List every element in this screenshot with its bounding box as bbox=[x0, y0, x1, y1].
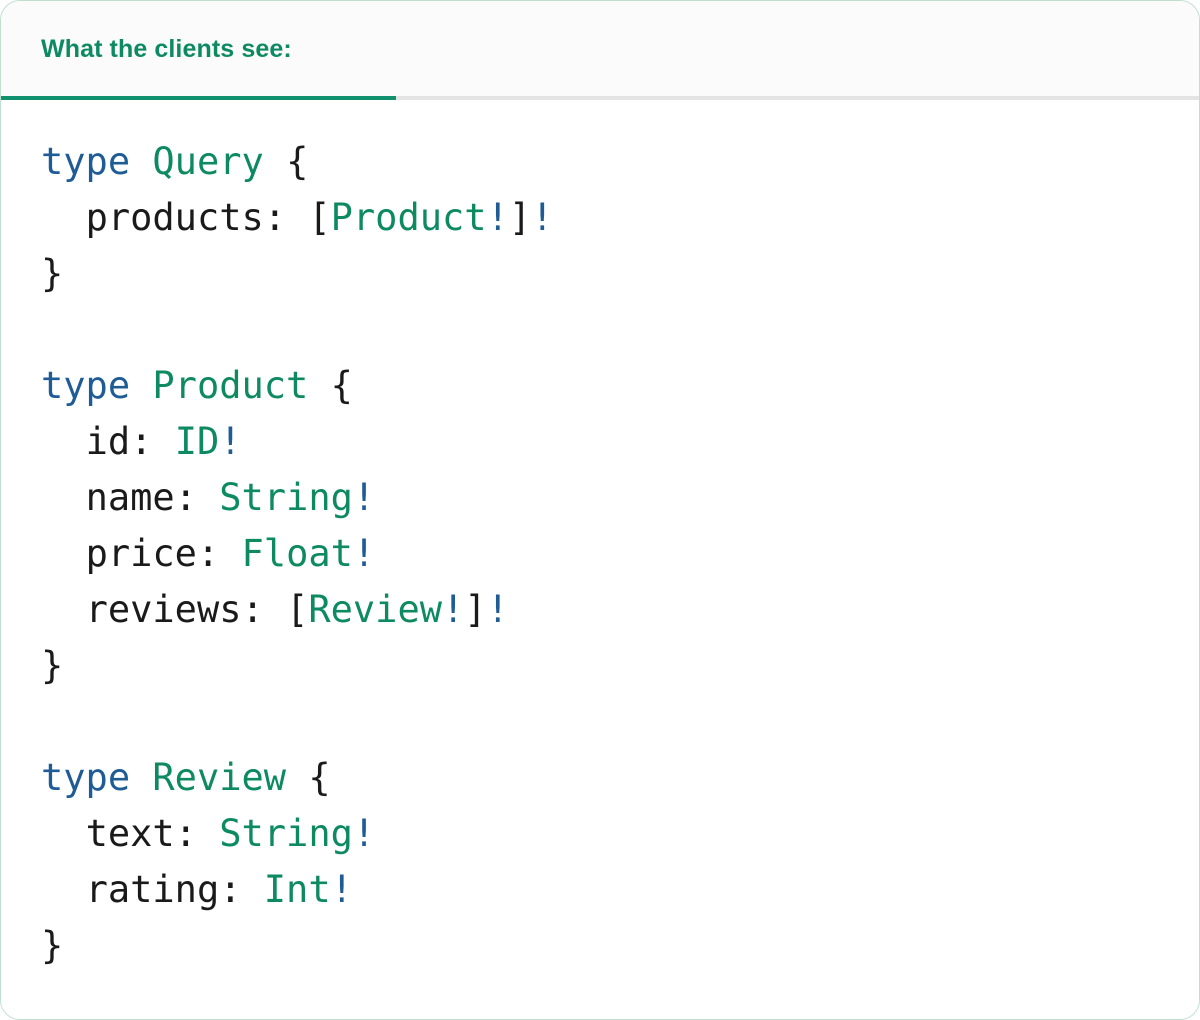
code-token-punct: : bbox=[130, 420, 175, 463]
code-token-field: price bbox=[85, 532, 197, 575]
code-token-bang: ! bbox=[486, 588, 509, 631]
code-token-punct: { bbox=[286, 140, 309, 183]
code-token-bang: ! bbox=[531, 196, 554, 239]
code-line: text: String! bbox=[41, 806, 1199, 862]
code-token-kw: type bbox=[41, 140, 131, 183]
tab-strip: What the clients see: bbox=[1, 1, 1199, 100]
code-line: type Product { bbox=[41, 358, 1199, 414]
code-line: } bbox=[41, 918, 1199, 974]
code-token-punct: : bbox=[174, 812, 220, 855]
tab-label: What the clients see: bbox=[41, 34, 292, 63]
code-token-punct: : bbox=[263, 196, 309, 239]
code-token-type: Product bbox=[330, 196, 487, 239]
code-token-plain bbox=[41, 868, 86, 911]
tab-strip-divider bbox=[1, 96, 1199, 100]
code-token-bang: ! bbox=[352, 532, 376, 575]
code-token-punct: : bbox=[241, 588, 287, 631]
code-token-field: name bbox=[85, 476, 175, 519]
code-token-plain bbox=[41, 532, 86, 575]
code-line bbox=[41, 694, 1199, 750]
code-line: products: [Product!]! bbox=[41, 190, 1199, 246]
code-token-bang: ! bbox=[442, 588, 465, 631]
code-token-field: id bbox=[85, 420, 131, 463]
code-token-plain bbox=[41, 588, 86, 631]
code-token-plain bbox=[264, 140, 286, 183]
code-token-plain bbox=[130, 140, 152, 183]
code-token-type: String bbox=[219, 476, 353, 519]
active-tab-underline bbox=[1, 96, 396, 100]
tab-what-the-clients-see[interactable]: What the clients see: bbox=[1, 1, 396, 97]
code-token-punct: : bbox=[196, 532, 242, 575]
code-token-punct: { bbox=[308, 756, 331, 799]
code-token-punct: : bbox=[174, 476, 220, 519]
code-line: } bbox=[41, 638, 1199, 694]
code-token-type: Float bbox=[241, 532, 353, 575]
code-token-field: products bbox=[85, 196, 264, 239]
code-token-punct: { bbox=[330, 364, 353, 407]
code-token-bang: ! bbox=[352, 476, 376, 519]
code-token-bang: ! bbox=[330, 868, 353, 911]
code-token-punct: [ bbox=[286, 588, 309, 631]
code-token-type: Int bbox=[263, 868, 331, 911]
code-token-bang: ! bbox=[486, 196, 509, 239]
code-token-punct: ] bbox=[464, 588, 487, 631]
code-token-punct: } bbox=[41, 924, 64, 967]
code-token-kw: type bbox=[41, 756, 131, 799]
code-token-plain bbox=[41, 196, 86, 239]
code-token-plain bbox=[130, 756, 152, 799]
code-token-plain bbox=[130, 364, 152, 407]
code-token-punct: } bbox=[41, 644, 64, 687]
code-token-punct: : bbox=[219, 868, 264, 911]
code-token-type: Query bbox=[152, 140, 264, 183]
code-token-field: reviews bbox=[85, 588, 242, 631]
code-token-punct: [ bbox=[308, 196, 331, 239]
code-line: type Review { bbox=[41, 750, 1199, 806]
code-token-plain bbox=[41, 420, 86, 463]
code-token-field: rating bbox=[85, 868, 220, 911]
code-token-bang: ! bbox=[352, 812, 376, 855]
code-token-plain bbox=[41, 812, 86, 855]
code-token-type: String bbox=[219, 812, 353, 855]
code-token-type: Product bbox=[152, 364, 309, 407]
code-token-plain bbox=[41, 476, 86, 519]
code-token-type: ID bbox=[174, 420, 220, 463]
code-token-plain bbox=[286, 756, 308, 799]
code-token-plain bbox=[308, 364, 330, 407]
code-panel: type Query { products: [Product!]!} type… bbox=[1, 97, 1199, 1019]
code-token-bang: ! bbox=[219, 420, 242, 463]
graphql-schema-code: type Query { products: [Product!]!} type… bbox=[41, 134, 1199, 974]
code-line: type Query { bbox=[41, 134, 1199, 190]
code-line: name: String! bbox=[41, 470, 1199, 526]
code-line: id: ID! bbox=[41, 414, 1199, 470]
code-line: } bbox=[41, 246, 1199, 302]
code-token-kw: type bbox=[41, 364, 131, 407]
code-line: price: Float! bbox=[41, 526, 1199, 582]
code-line: reviews: [Review!]! bbox=[41, 582, 1199, 638]
code-token-punct: ] bbox=[508, 196, 532, 239]
code-token-field: text bbox=[85, 812, 175, 855]
code-line bbox=[41, 302, 1199, 358]
code-token-type: Review bbox=[308, 588, 442, 631]
code-line: rating: Int! bbox=[41, 862, 1199, 918]
code-token-punct: } bbox=[41, 252, 64, 295]
code-token-type: Review bbox=[152, 756, 287, 799]
